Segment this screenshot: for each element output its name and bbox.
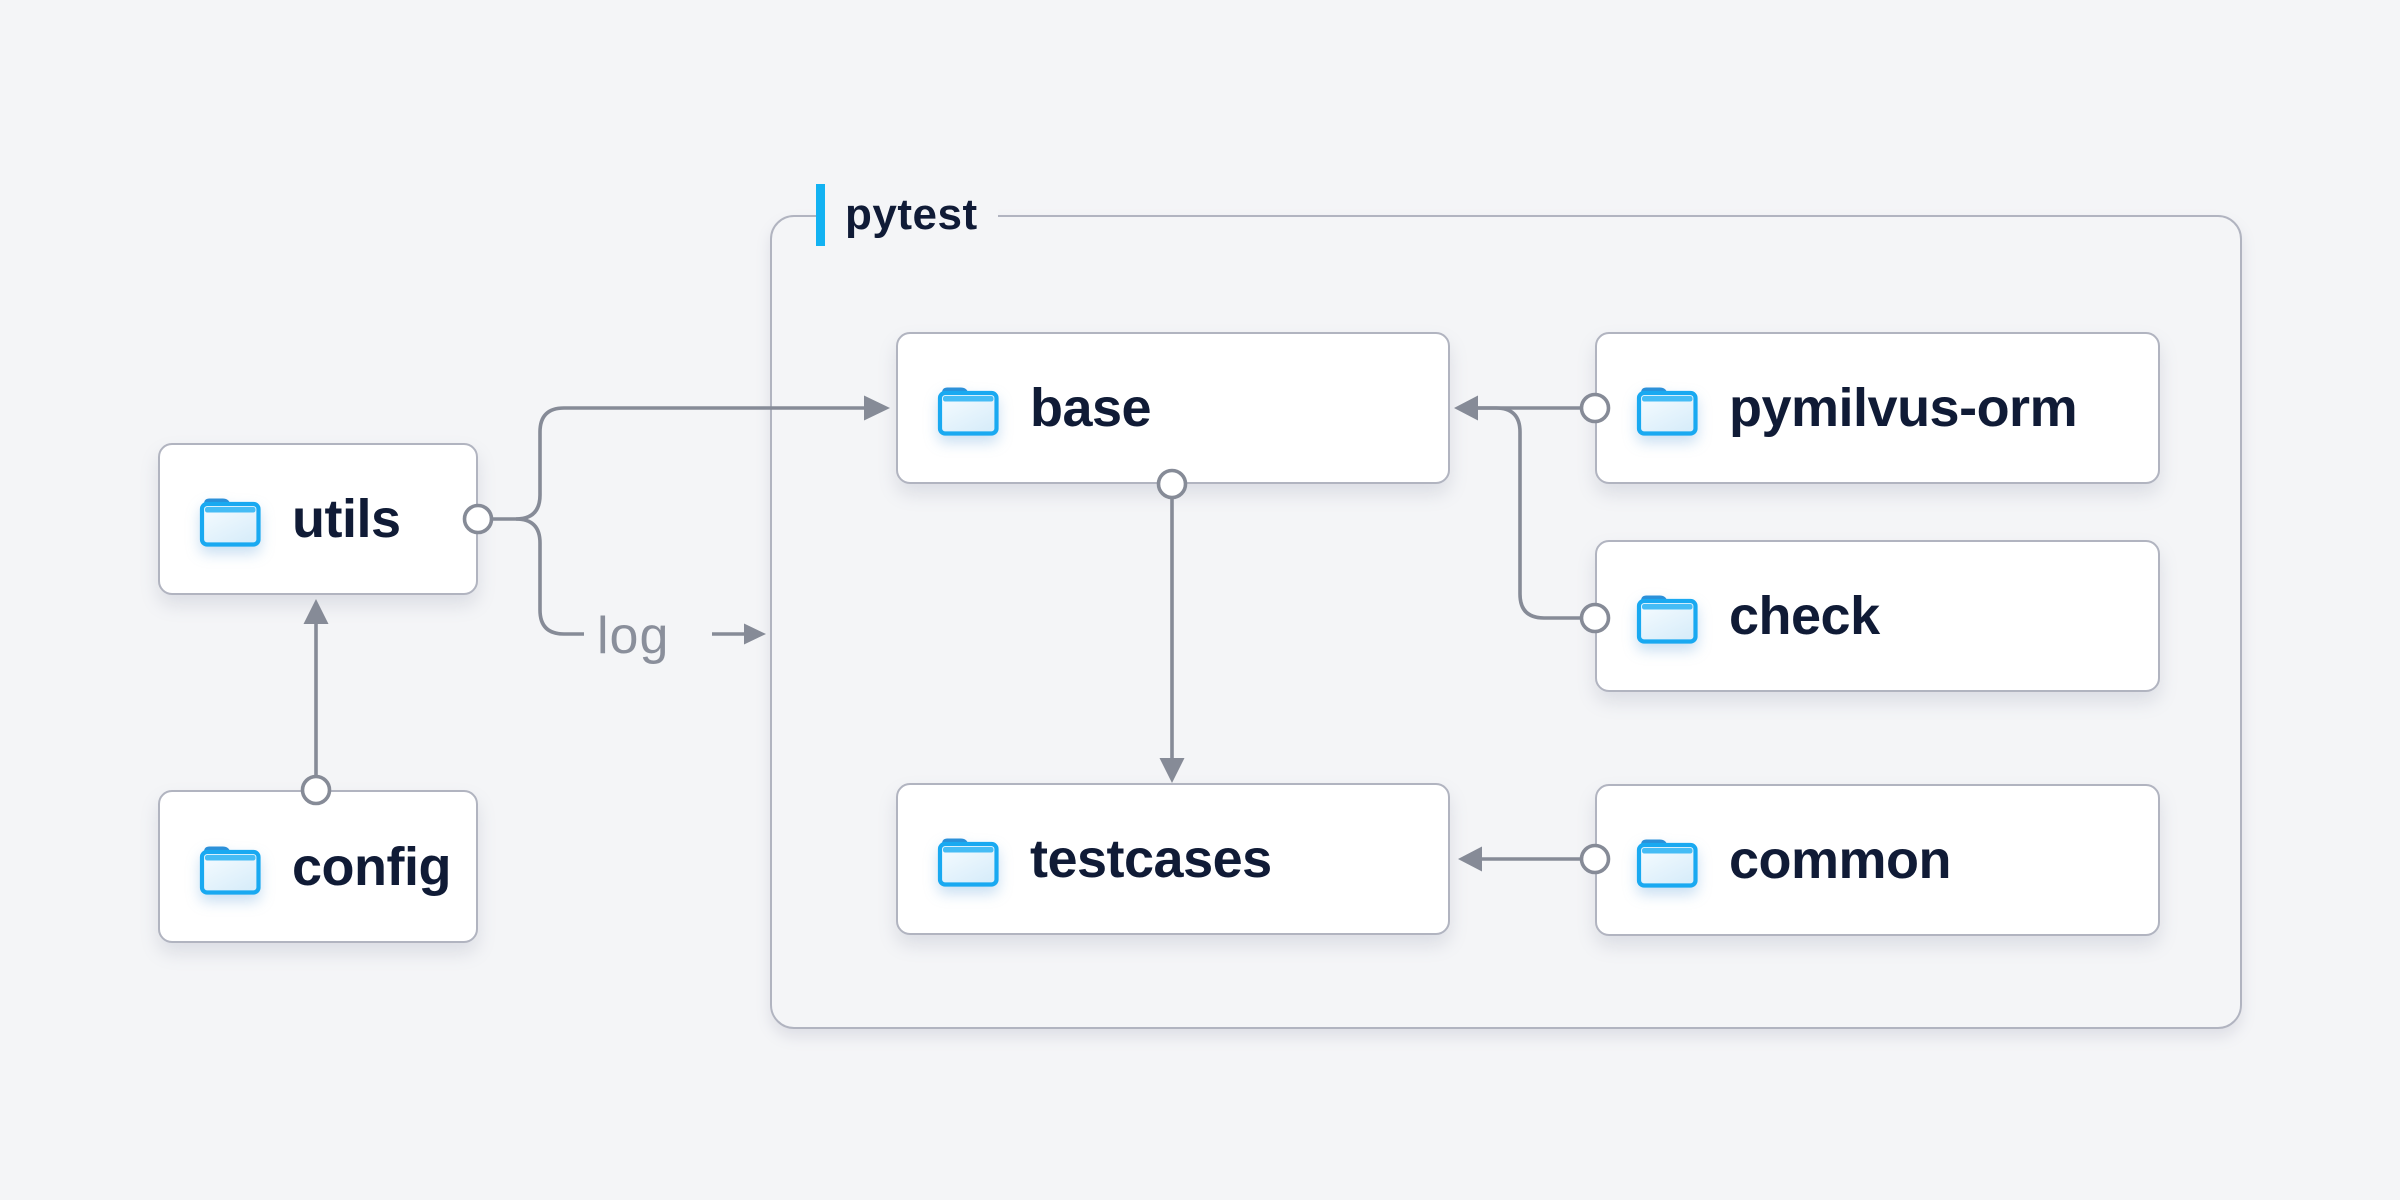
- node-testcases: testcases: [896, 783, 1450, 935]
- folder-icon: [199, 498, 261, 547]
- node-base-label: base: [1030, 378, 1152, 438]
- group-pytest: [770, 215, 2242, 1029]
- arrowhead-log-group: [744, 623, 766, 645]
- node-pymilvus-orm: pymilvus-orm: [1595, 332, 2160, 484]
- edge-label-log: log: [597, 607, 670, 665]
- node-check-label: check: [1729, 586, 1880, 646]
- arrowhead-config-utils: [303, 599, 329, 624]
- group-pytest-label: pytest: [816, 184, 998, 246]
- group-pytest-title: pytest: [845, 190, 978, 239]
- folder-icon: [199, 846, 261, 895]
- node-check: check: [1595, 540, 2160, 692]
- folder-icon: [1636, 387, 1698, 436]
- folder-icon: [937, 838, 999, 887]
- folder-icon: [1636, 595, 1698, 644]
- edge-utils-log: [515, 517, 584, 636]
- folder-icon: [937, 387, 999, 436]
- node-utils-label: utils: [292, 489, 401, 549]
- node-common: common: [1595, 784, 2160, 936]
- node-config: config: [158, 790, 478, 943]
- node-utils: utils: [158, 443, 478, 595]
- node-pymilvus-orm-label: pymilvus-orm: [1729, 378, 2078, 438]
- node-testcases-label: testcases: [1030, 829, 1272, 889]
- node-config-label: config: [292, 836, 451, 897]
- node-common-label: common: [1729, 830, 1952, 890]
- accent-bar: [816, 184, 825, 246]
- folder-icon: [1636, 839, 1698, 888]
- node-base: base: [896, 332, 1450, 484]
